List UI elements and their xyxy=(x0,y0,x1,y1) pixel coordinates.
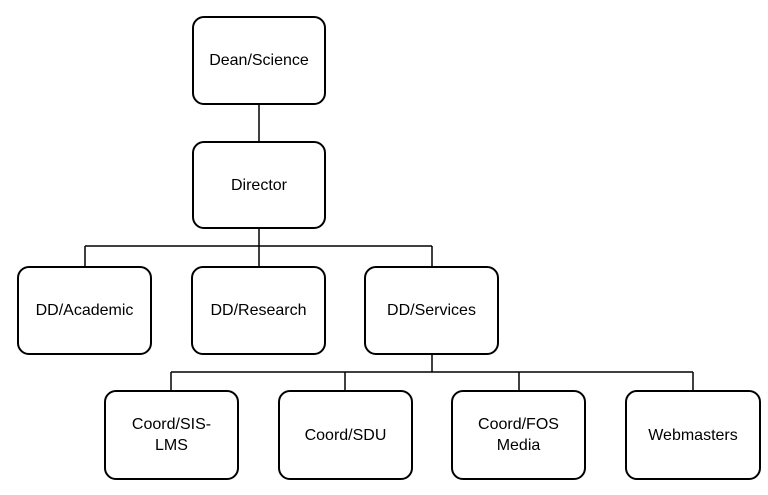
node-label: Coord/SIS- LMS xyxy=(131,416,212,454)
node-label: DD/Academic xyxy=(35,302,134,319)
node-label: Webmasters xyxy=(648,426,738,444)
node-coord-sis-lms: Coord/SIS- LMS xyxy=(104,390,239,480)
node-label: Coord/SDU xyxy=(304,426,387,444)
node-coord-sdu: Coord/SDU xyxy=(278,390,413,480)
node-webmasters: Webmasters xyxy=(625,390,761,480)
node-label: Director xyxy=(230,176,287,194)
node-coord-fos-media: Coord/FOS Media xyxy=(451,390,586,480)
node-label: Dean/Science xyxy=(209,52,309,69)
node-label: DD/Research xyxy=(210,302,307,319)
node-dd-research: DD/Research xyxy=(191,266,326,355)
node-label: DD/Services xyxy=(387,302,476,319)
node-label: Coord/FOS Media xyxy=(478,416,559,454)
node-dd-academic: DD/Academic xyxy=(17,266,152,355)
node-director: Director xyxy=(192,141,326,229)
node-dean-science: Dean/Science xyxy=(192,16,326,105)
node-dd-services: DD/Services xyxy=(364,266,499,355)
